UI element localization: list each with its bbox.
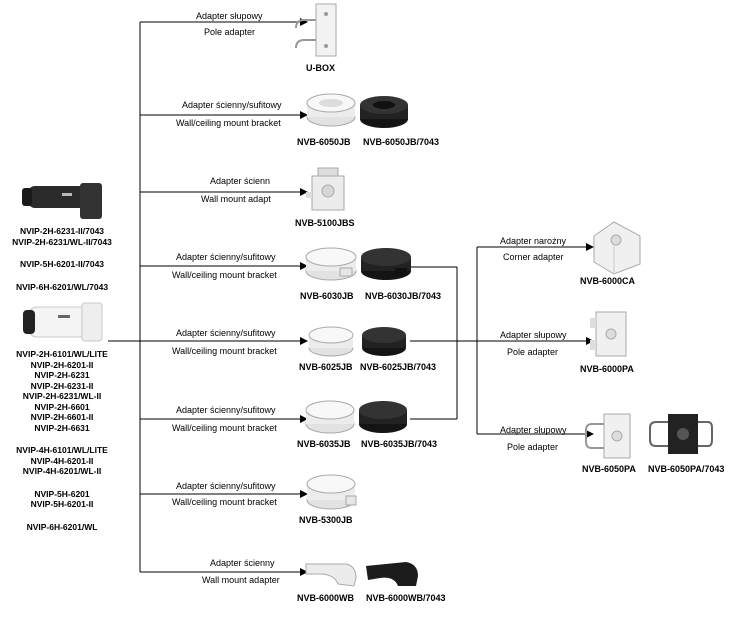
- arrowhead: [300, 415, 308, 423]
- model-name: NVIP-6H-6201/WL/7043: [15, 281, 109, 292]
- tube-camera-models: NVIP-2H-6101/WL/LITE NVIP-2H-6201-II NVI…: [0, 349, 124, 532]
- bullet-camera-icon: [22, 183, 102, 219]
- wall-bracket-white-icon: [305, 563, 357, 587]
- branch-caption-pl: Adapter słupowy: [196, 11, 263, 21]
- arrowhead: [586, 430, 594, 438]
- product-label: NVB-5100JBS: [295, 218, 355, 228]
- branch-caption-pl: Adapter ścienny/sufitowy: [176, 252, 276, 262]
- arrowhead: [300, 568, 308, 576]
- sub-branch-caption-pl: Adapter słupowy: [500, 330, 567, 340]
- junction-box-black-icon: [359, 401, 407, 433]
- product-label: NVB-6030JB/7043: [365, 291, 442, 301]
- product-label: NVB-6000WB/7043: [366, 593, 446, 603]
- model-name: NVIP-2H-6201-II: [30, 359, 94, 370]
- arrowhead: [300, 188, 308, 196]
- branch-caption-en: Wall/ceiling mount bracket: [172, 497, 277, 507]
- model-name: NVIP-5H-6201-II/7043: [19, 259, 105, 269]
- branch-caption-en: Wall/ceiling mount bracket: [172, 346, 277, 356]
- branch-caption-en: Wall/ceiling mount bracket: [176, 118, 281, 128]
- product-label: NVB-6000PA: [580, 364, 634, 374]
- product-label: NVB-6025JB: [299, 362, 353, 372]
- junction-box-white-icon: [306, 93, 356, 127]
- branch-caption-en: Wall/ceiling mount bracket: [172, 423, 277, 433]
- branch-caption-pl: Adapter ścienn: [210, 176, 271, 186]
- sub-branch-caption-en: Pole adapter: [507, 442, 559, 452]
- wall-bracket-black-icon: [366, 562, 418, 586]
- branch-caption-en: Wall/ceiling mount bracket: [172, 270, 277, 280]
- product-label: NVB-6000CA: [580, 276, 636, 286]
- arrowhead: [300, 490, 308, 498]
- model-name: NVIP-4H-6101/WL/LITE: [16, 445, 108, 455]
- sub-branch-caption-pl: Adapter słupowy: [500, 425, 567, 435]
- corner-adapter-icon: [593, 221, 641, 275]
- junction-box-black-icon: [360, 96, 408, 128]
- arrowhead: [300, 262, 308, 270]
- model-name: NVIP-2H-6231/WL-II/7043: [12, 236, 112, 247]
- product-label: NVB-5300JB: [299, 515, 353, 525]
- model-name: NVIP-2H-6601-II: [30, 412, 94, 422]
- junction-box-white-icon: [306, 474, 357, 510]
- junction-box-white-icon: [308, 326, 354, 357]
- model-name: NVIP-2H-6231/WL-II: [22, 391, 102, 401]
- branch-caption-pl: Adapter ścienny/sufitowy: [176, 405, 276, 415]
- sub-branch-caption-en: Pole adapter: [507, 347, 559, 357]
- tube-camera-icon: [23, 302, 103, 342]
- product-label: NVB-6035JB/7043: [361, 439, 438, 449]
- junction-box-white-icon: [305, 400, 355, 434]
- pole-adapter-icon: [590, 311, 627, 357]
- product-label: NVB-6025JB/7043: [360, 362, 437, 372]
- junction-box-black-icon: [361, 248, 411, 280]
- pole-adapter-white-icon: [585, 413, 631, 459]
- product-label: NVB-6050JB: [297, 137, 351, 147]
- bullet-camera-models: NVIP-2H-6231-II/7043 NVIP-2H-6231/WL-II/…: [0, 226, 124, 292]
- model-name: NVIP-5H-6201: [34, 488, 90, 499]
- arrowhead: [586, 243, 594, 251]
- model-name: NVIP-2H-6631: [34, 422, 90, 433]
- sub-branch-caption-pl: Adapter narożny: [500, 236, 567, 246]
- model-name: NVIP-2H-6231: [34, 370, 90, 380]
- model-name: NVIP-2H-6231-II/7043: [19, 226, 105, 236]
- model-name: NVIP-4H-6201-II: [30, 455, 94, 466]
- branch-caption-pl: Adapter ścienny: [210, 558, 275, 568]
- branch-caption-en: Pole adapter: [204, 27, 256, 37]
- product-label: NVB-6050JB/7043: [363, 137, 440, 147]
- model-name: NVIP-2H-6231-II: [30, 380, 94, 391]
- branch-caption-pl: Adapter ścienny/sufitowy: [176, 328, 276, 338]
- model-name: NVIP-2H-6601: [34, 401, 90, 412]
- junction-box-black-icon: [362, 327, 406, 356]
- model-name: NVIP-5H-6201-II: [30, 499, 94, 509]
- model-name: NVIP-4H-6201/WL-II: [22, 466, 102, 476]
- arrowhead: [300, 111, 308, 119]
- product-label: NVB-6050PA: [582, 464, 636, 474]
- branch-caption-pl: Adapter ścienny/sufitowy: [182, 100, 282, 110]
- model-name: NVIP-2H-6101/WL/LITE: [16, 349, 108, 359]
- connector-lines: [108, 21, 586, 573]
- product-label: NVB-6030JB: [300, 291, 354, 301]
- model-name: NVIP-6H-6201/WL: [26, 521, 98, 532]
- sub-branch-caption-en: Corner adapter: [503, 252, 564, 262]
- junction-box-white-icon: [305, 247, 357, 281]
- product-label: NVB-6035JB: [297, 439, 351, 449]
- product-label: NVB-6000WB: [297, 593, 355, 603]
- product-label: NVB-6050PA/7043: [648, 464, 725, 474]
- junction-box-square-icon: [306, 167, 345, 211]
- arrowhead: [300, 337, 308, 345]
- branch-caption-en: Wall mount adapt: [201, 194, 271, 204]
- product-label: U-BOX: [306, 63, 335, 73]
- branch-caption-en: Wall mount adapter: [202, 575, 280, 585]
- pole-adapter-black-icon: [649, 414, 713, 454]
- u-box-icon: [295, 3, 337, 57]
- branch-caption-pl: Adapter ścienny/sufitowy: [176, 481, 276, 491]
